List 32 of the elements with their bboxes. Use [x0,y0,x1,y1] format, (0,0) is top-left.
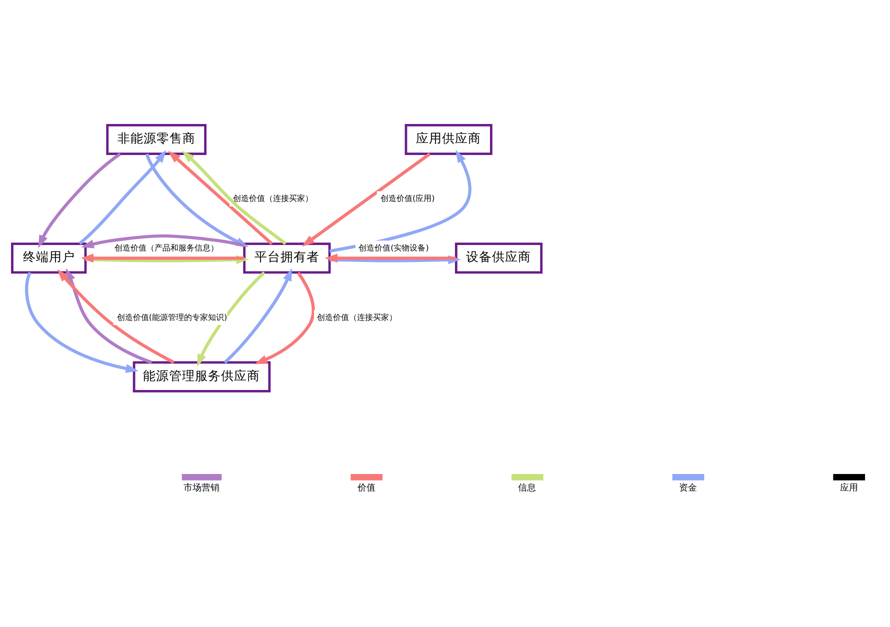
legend-label: 市场营销 [183,484,220,494]
arrow [80,254,244,263]
legend-label: 应用 [840,484,858,494]
arrow [38,152,122,248]
edge-label: 创造价值(应用) [380,194,435,204]
arrow [197,271,266,367]
node-box: 平台拥有者 [243,242,331,274]
legend-label: 信息 [518,484,536,494]
arrow [324,254,456,263]
arrow [302,152,431,247]
arrow [78,150,166,245]
arrow [25,272,139,373]
arrow [182,150,287,246]
edge-label: 创造价值（连接买家） [232,194,313,204]
arrow [168,150,273,245]
arrow [329,150,472,253]
node-box: 设备供应商 [454,242,543,274]
legend-label: 价值 [357,484,376,494]
edge-label: 创造价值(能源管理的专家知识) [116,312,228,322]
arrow [66,268,152,364]
node-box: 能源管理服务供应商 [132,361,271,392]
arrow [57,269,175,364]
node-box: 应用供应商 [404,124,492,156]
legend-label: 资金 [679,484,698,494]
arrow [254,272,315,364]
edge-label: 创造价值（产品和服务信息） [114,244,219,253]
arrow [81,234,245,248]
arrow [224,268,292,364]
edge-label: 创造价值（连接买家） [317,312,398,322]
node-box: 非能源零售商 [106,124,207,156]
edge-label: 创造价值(实物设备) [358,244,429,253]
node-box: 终端用户 [11,242,87,274]
